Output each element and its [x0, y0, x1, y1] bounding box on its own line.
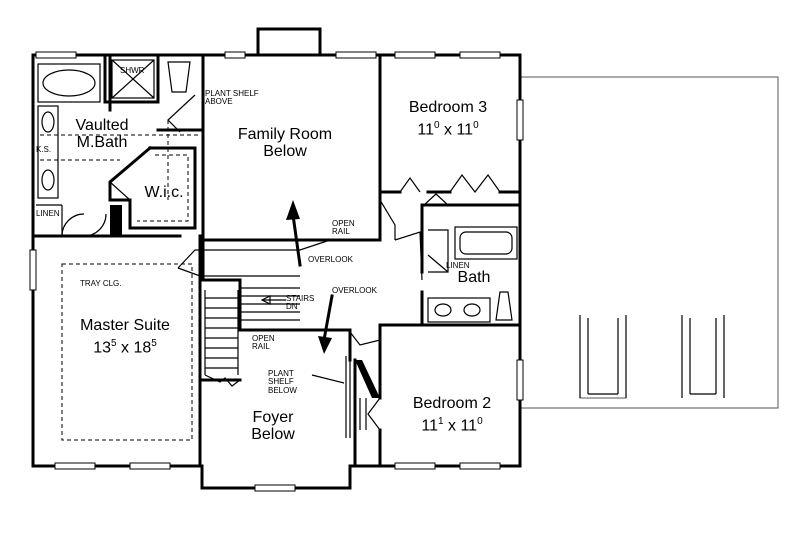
family-room-label: Family Room Below — [230, 126, 340, 161]
shower-label: SHWR — [120, 66, 145, 75]
hall-bath-fixtures — [427, 226, 518, 323]
open-rail-top-label: OPEN RAIL — [332, 219, 355, 237]
bedroom3-name: Bedroom 3 — [408, 99, 488, 116]
bedroom3-dims: 110 x 110 — [417, 119, 479, 139]
linen-bath-label: LINEN — [446, 261, 470, 270]
ks-label: K.S. — [36, 145, 52, 154]
bedroom2-label: Bedroom 2 111 x 110 — [402, 395, 502, 435]
garage-outline — [520, 76, 779, 409]
bedroom3-doors — [399, 173, 501, 206]
foyer-name: Foyer — [252, 409, 294, 426]
plant-shelf-leader — [167, 94, 196, 200]
wic-closet — [108, 145, 197, 236]
vaulted-bath-label: Vaulted M.Bath — [62, 117, 142, 152]
linen-left-label: LINEN — [36, 209, 60, 218]
overlook-mid-label: OVERLOOK — [332, 286, 377, 295]
stairs-down-label: STAIRS DN — [286, 294, 315, 312]
open-rail — [177, 199, 423, 346]
wic-label: W.i.c. — [144, 184, 184, 201]
vaulted-bath-sub: M.Bath — [76, 133, 128, 151]
bedroom3-label: Bedroom 3 110 x 110 — [398, 99, 498, 139]
chimney — [256, 27, 322, 54]
linen-closet — [36, 204, 107, 237]
master-suite-label: Master Suite 135 x 185 — [60, 317, 190, 357]
tray-ceiling-label: TRAY CLG. — [80, 279, 122, 288]
bedroom2-dims: 111 x 110 — [421, 415, 483, 435]
bedroom2-name: Bedroom 2 — [412, 395, 492, 412]
windows — [29, 51, 524, 492]
family-room-level: Below — [263, 142, 307, 160]
plant-shelf-above-label: PLANT SHELF ABOVE — [205, 89, 259, 107]
bath-fixtures — [37, 59, 200, 199]
foyer-label: Foyer Below — [238, 409, 308, 444]
overlook-arrows — [286, 200, 334, 354]
vaulted-bath-name: Vaulted — [75, 117, 129, 134]
plant-shelf-below-label: PLANT SHELF BELOW — [268, 369, 297, 395]
master-suite-dims: 135 x 185 — [93, 337, 157, 357]
bedroom2-doors — [311, 356, 381, 438]
foyer-level: Below — [251, 425, 295, 443]
tray-ceiling — [61, 263, 193, 441]
overlook-top-label: OVERLOOK — [308, 255, 353, 264]
family-room-name: Family Room — [237, 126, 333, 143]
open-rail-mid-label: OPEN RAIL — [252, 334, 275, 352]
master-suite-name: Master Suite — [80, 317, 170, 334]
stairs — [204, 287, 300, 387]
bath-label: Bath — [457, 269, 491, 286]
interior-walls — [31, 53, 522, 468]
